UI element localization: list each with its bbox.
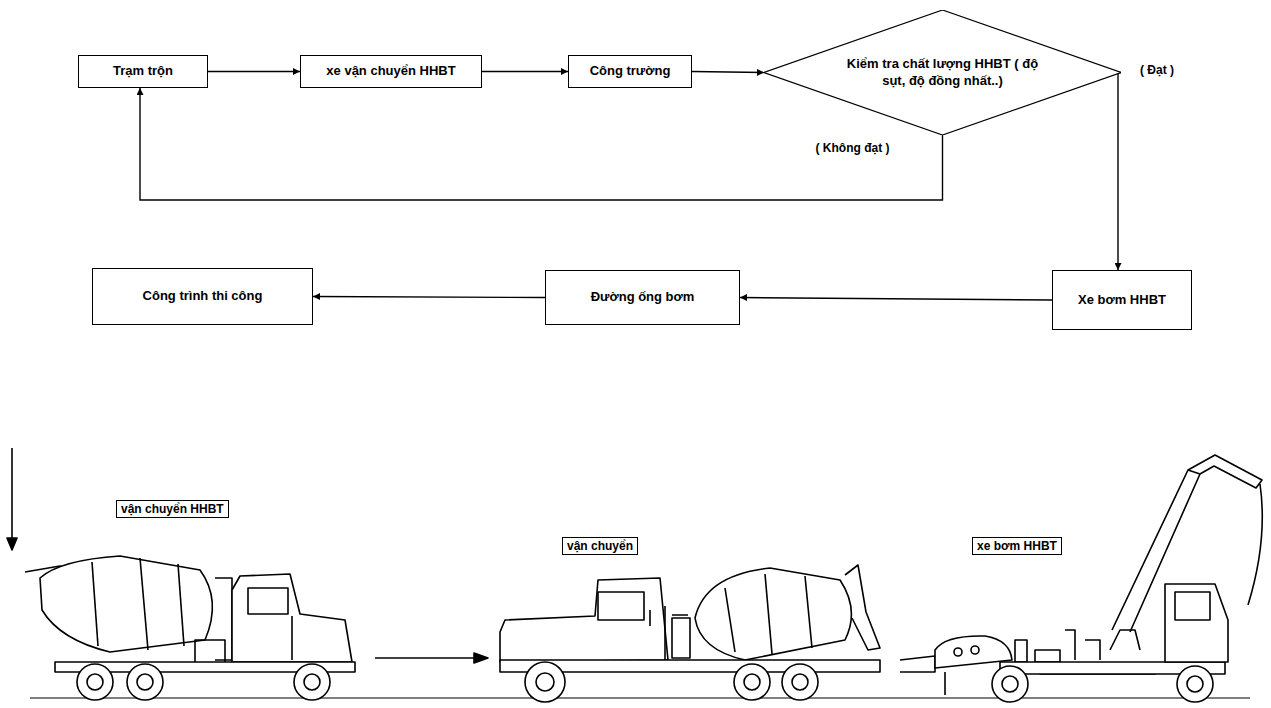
process-box: Công trường <box>568 55 692 88</box>
process-box: Trạm trộn <box>78 55 208 88</box>
node-text: Kiểm tra chất lượng HHBT ( độ sụt, độ đồ… <box>838 56 1048 89</box>
edge-label: ( Đạt ) <box>1137 63 1177 77</box>
process-box: Đường ống bơm <box>545 270 740 325</box>
process-box: Công trình thi công <box>92 268 313 325</box>
mixer-truck <box>25 556 355 700</box>
arrow-head <box>7 538 17 550</box>
arrow-head <box>474 653 488 663</box>
pump-truck <box>900 455 1262 702</box>
decision-diamond: Kiểm tra chất lượng HHBT ( độ sụt, độ đồ… <box>764 10 1121 135</box>
node-text: Công trường <box>590 63 671 79</box>
process-box: Xe bơm HHBT <box>1052 270 1192 330</box>
flow-connector <box>692 72 764 73</box>
node-text: xe vận chuyển HHBT <box>326 63 455 79</box>
flow-connector <box>740 298 1052 301</box>
node-text: Trạm trộn <box>113 63 173 79</box>
process-box: xe vận chuyển HHBT <box>300 55 482 88</box>
flow-arrow <box>375 657 480 659</box>
illustration-label: xe bơm HHBT <box>972 537 1062 555</box>
ground-line <box>30 697 1250 698</box>
node-text: Xe bơm HHBT <box>1078 292 1166 308</box>
flow-connector <box>313 297 545 298</box>
illustration-label: vận chuyển HHBT <box>116 500 229 518</box>
mixer-truck <box>500 565 880 702</box>
node-text: Đường ống bơm <box>591 289 695 305</box>
flow-connector <box>1118 73 1121 271</box>
flow-connector <box>482 71 568 72</box>
node-text: Công trình thi công <box>143 288 263 304</box>
flow-arrow <box>11 448 13 545</box>
edge-label: ( Không đạt ) <box>813 141 893 155</box>
flow-connector <box>140 88 943 200</box>
flow-connector <box>208 71 300 72</box>
illustration-label: vận chuyển <box>562 537 638 555</box>
